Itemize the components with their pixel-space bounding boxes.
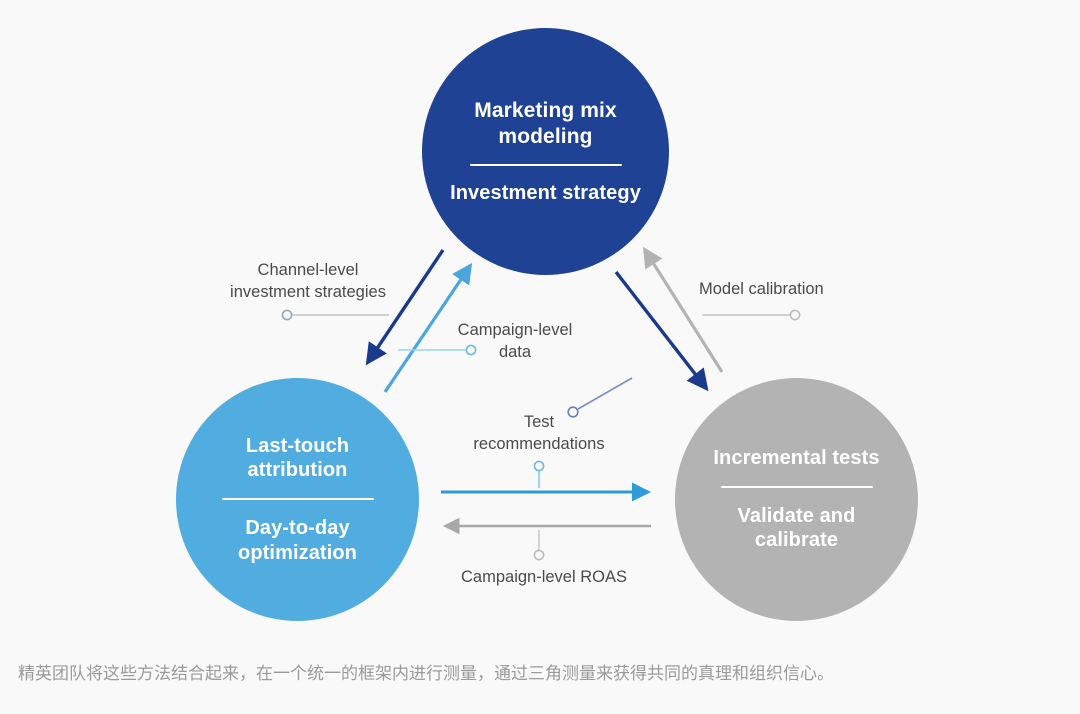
leader-channel-investment — [281, 309, 389, 321]
arrow-mmm-to-tests — [614, 270, 709, 392]
node-divider — [720, 485, 873, 488]
edge-label-model-calibration: Model calibration — [699, 280, 824, 298]
node-divider — [221, 498, 374, 500]
node-marketing-mix-modeling[interactable]: Marketing mix modeling Investment strate… — [422, 28, 669, 275]
node-incremental-tests[interactable]: Incremental tests Validate and calibrate — [675, 378, 918, 621]
leader-model-calibration — [702, 309, 801, 321]
node-subtitle: Investment strategy — [450, 181, 641, 204]
diagram-caption: 精英团队将这些方法结合起来，在一个统一的框架内进行测量，通过三角测量来获得共同的… — [18, 664, 834, 684]
leader-vertical-campaign-roas — [533, 530, 545, 561]
node-last-touch-attribution[interactable]: Last-touch attribution Day-to-day optimi… — [176, 378, 419, 621]
edge-label-campaign-level-roas: Campaign-level ROAS — [461, 568, 627, 586]
node-title: Last-touch attribution — [245, 434, 350, 482]
node-divider — [469, 163, 622, 166]
edge-label-campaign-level-data: Campaign-level data — [457, 321, 573, 362]
node-subtitle: Validate and calibrate — [737, 504, 856, 552]
edge-label-channel-investment-strategies: Channel-level investment strategies — [230, 261, 386, 302]
leader-vertical-campaign-data — [533, 460, 545, 488]
node-title: Incremental tests — [713, 447, 880, 470]
edge-label-test-recommendations: Test recommendations — [473, 413, 605, 454]
arrow-tests-to-mmm — [642, 246, 724, 373]
node-subtitle: Day-to-day optimization — [238, 517, 357, 564]
node-title: Marketing mix modeling — [474, 98, 617, 148]
